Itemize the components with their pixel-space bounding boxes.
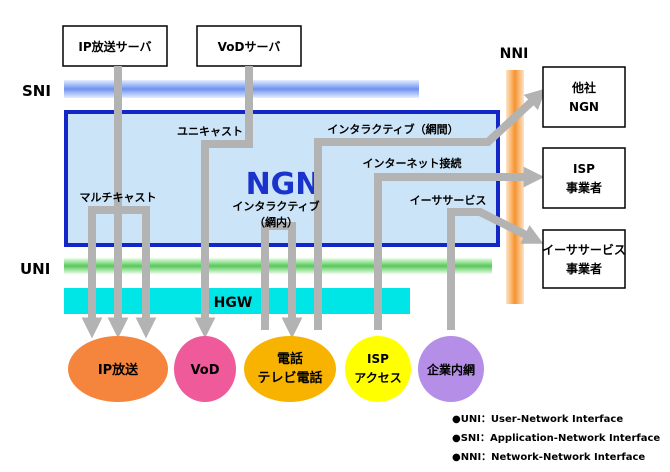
multicast-arrow-right [118,206,157,339]
sni-line [64,80,419,98]
phone-service [244,336,336,402]
unicast-arrow [194,66,253,339]
internet-arrow [374,166,545,330]
interactive-intra-label-1: インタラクティブ [232,199,319,213]
ngn-title: NGN [246,167,321,202]
uni-label: UNI [20,260,50,278]
sni-label: SNI [22,82,51,100]
ip-broadcast-service-label: IP放送 [98,362,139,378]
uni-line [64,258,492,274]
vod-service [174,336,236,402]
ether-operator-box [542,229,626,289]
ether-operator-line1: イーササービス [542,242,626,257]
legend-sni: ●SNI：Application-Network Interface [452,433,660,444]
ether-arrow [447,208,544,330]
ip-broadcast-service [68,336,168,402]
interactive-intra-label-2: （網内） [254,215,298,229]
interactive-inter-label: インタラクティブ（網間） [327,122,458,136]
interactive-intra-arrow [261,232,292,330]
interactive-inter-arrow [314,88,547,330]
enterprise-network-service [418,336,484,402]
internet-label: インターネット接続 [363,156,462,170]
nni-label: NNI [500,46,529,62]
ether-operator-line2: 事業者 [566,261,602,276]
other-ngn-line1: 他社 [571,80,596,95]
multicast-label: マルチキャスト [80,191,157,204]
multicast-arrow-left [81,206,118,339]
isp-operator-line2: 事業者 [566,180,602,195]
ether-label: イーササービス [410,193,487,207]
isp-operator-box [542,147,626,209]
isp-access-line1: ISP [367,352,389,366]
other-ngn-line2: NGN [569,100,599,114]
isp-access-line2: アクセス [354,371,401,385]
legend-uni: ●UNI：User-Network Interface [452,414,623,425]
isp-operator-line1: ISP [573,162,595,176]
ip-broadcast-server-label: IP放送サーバ [78,39,151,54]
legend-nni: ●NNI：Network-Network Interface [452,452,645,463]
vod-server-label: VoDサーバ [218,40,281,54]
ip-broadcast-server-box [62,25,168,67]
vod-service-label: VoD [190,363,219,378]
phone-service-line1: 電話 [277,351,303,367]
interactive-intra-connector [261,222,296,236]
hgw-label: HGW [214,295,253,311]
isp-access-service [345,336,411,402]
enterprise-network-label: 企業内網 [426,362,475,377]
other-ngn-box [542,66,626,128]
phone-service-line2: テレビ電話 [257,370,322,386]
nni-bar [506,70,524,304]
unicast-label: ユニキャスト [177,125,243,138]
